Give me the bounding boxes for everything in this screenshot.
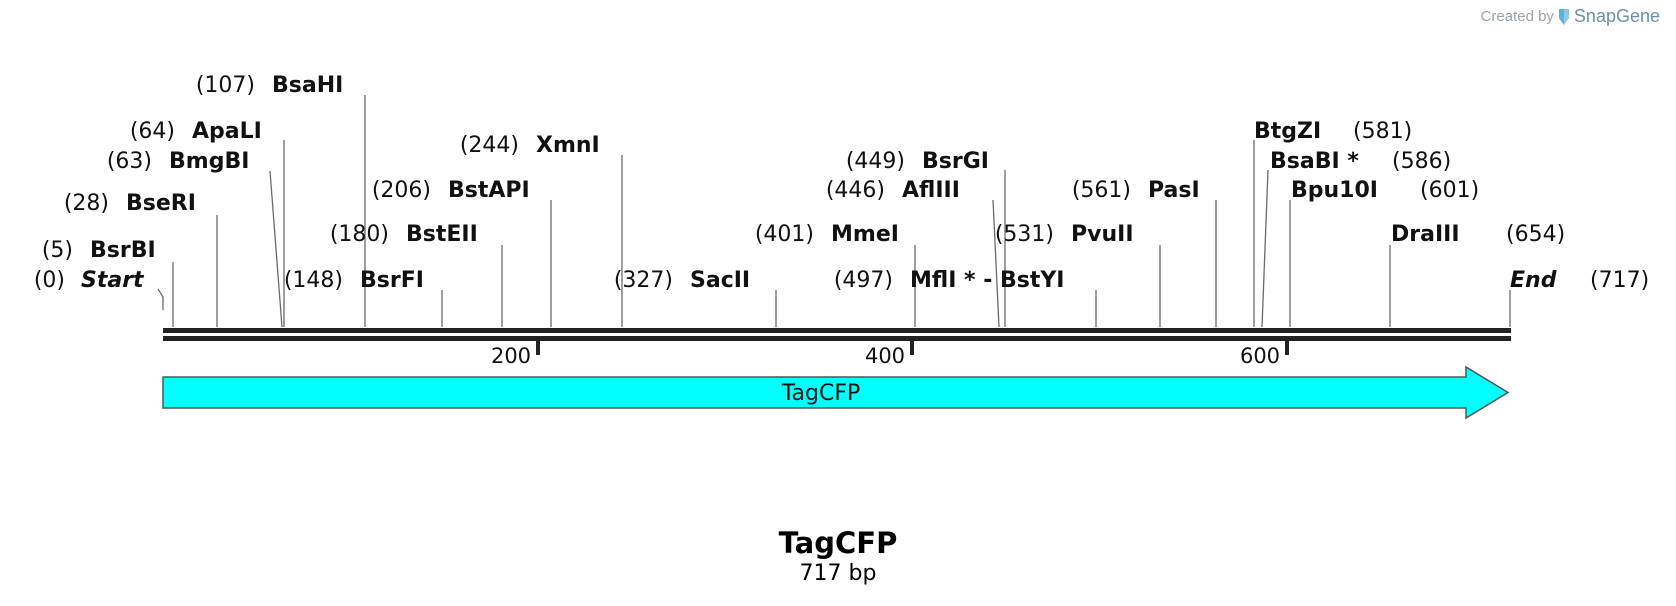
site-label-start: Start [81, 268, 145, 293]
watermark-brand: SnapGene [1573, 6, 1660, 26]
leader-start [157, 288, 164, 310]
site-position-draiii: (654) [1506, 222, 1565, 247]
backbone-bottom-strand [163, 336, 1511, 341]
site-position-btgzi: (581) [1353, 119, 1412, 144]
site-position-xmni: (244) [460, 133, 519, 158]
snapgene-watermark: Created by SnapGene [1481, 6, 1660, 27]
site-label-bsahi: BsaHI [272, 73, 343, 98]
tick-label-200: 200 [491, 344, 531, 368]
site-label-bsrfi: BsrFI [360, 268, 424, 293]
site-label-bmgbi: BmgBI [169, 149, 249, 174]
site-position-sacii: (327) [614, 268, 673, 293]
site-label-afliii: AflIII [902, 178, 960, 203]
site-label-draiii: DraIII [1391, 222, 1460, 247]
site-label-end: End [1510, 268, 1557, 293]
site-position-bstapi: (206) [372, 178, 431, 203]
site-position-bsrbi: (5) [42, 238, 73, 263]
site-position-start: (0) [34, 268, 65, 293]
site-label-bsabi: BsaBI * [1270, 149, 1359, 174]
sequence-backbone [163, 328, 1511, 341]
feature-label: TagCFP [781, 381, 861, 406]
site-label-btgzi: BtgZI [1254, 119, 1321, 144]
tick-mark-600 [1285, 341, 1289, 355]
site-label-xmni: XmnI [536, 133, 600, 158]
site-position-bsrgi: (449) [846, 149, 905, 174]
map-title-block: TagCFP 717 bp [0, 525, 1676, 587]
site-label-mfli-bstyi: MflI * - BstYI [910, 268, 1065, 293]
site-position-apali: (64) [130, 119, 175, 144]
site-label-bpu10i: Bpu10I [1291, 178, 1378, 203]
site-label-bseri: BseRI [126, 191, 196, 216]
site-label-bsrbi: BsrBI [90, 238, 156, 263]
leader-bmgbi [269, 170, 283, 328]
site-position-bsteii: (180) [330, 222, 389, 247]
tick-label-400: 400 [865, 344, 905, 368]
site-label-bstapi: BstAPI [448, 178, 530, 203]
sequence-title: TagCFP [778, 526, 898, 560]
site-position-bmgbi: (63) [107, 149, 152, 174]
site-label-sacii: SacII [690, 268, 750, 293]
site-position-afliii: (446) [826, 178, 885, 203]
tick-label-600: 600 [1240, 344, 1280, 368]
site-position-mfli-bstyi: (497) [834, 268, 893, 293]
site-position-bpu10i: (601) [1420, 178, 1479, 203]
restriction-site-labels: (0) Start (148) BsrFI (327) SacII (497) … [34, 73, 1649, 293]
watermark-prefix: Created by [1480, 8, 1554, 25]
feature-arrow[interactable] [162, 365, 1510, 420]
site-label-mmei: MmeI [831, 222, 899, 247]
site-label-apali: ApaLI [192, 119, 262, 144]
site-label-pasi: PasI [1148, 178, 1200, 203]
tick-mark-400 [910, 341, 914, 355]
axis-ticks: 200 400 600 [491, 341, 1289, 368]
site-label-bsrgi: BsrGI [922, 149, 989, 174]
site-position-pasi: (561) [1072, 178, 1131, 203]
snapgene-logo-icon [1558, 8, 1569, 25]
site-position-bsrfi: (148) [284, 268, 343, 293]
site-position-bsahi: (107) [196, 73, 255, 98]
site-label-pvuii: PvuII [1071, 222, 1134, 247]
site-position-bseri: (28) [64, 191, 109, 216]
site-position-pvuii: (531) [995, 222, 1054, 247]
sequence-length: 717 bp [799, 561, 877, 586]
site-position-end: (717) [1590, 268, 1649, 293]
leader-lines [157, 95, 1511, 328]
tick-mark-200 [536, 341, 540, 355]
site-position-mmei: (401) [755, 222, 814, 247]
leader-afliii [992, 199, 1000, 328]
backbone-top-strand [163, 328, 1511, 333]
feature-tagcfp[interactable]: TagCFP [162, 365, 1510, 420]
site-label-bsteii: BstEII [406, 222, 478, 247]
site-position-bsabi: (586) [1392, 149, 1451, 174]
leader-bsabi [1261, 169, 1269, 328]
